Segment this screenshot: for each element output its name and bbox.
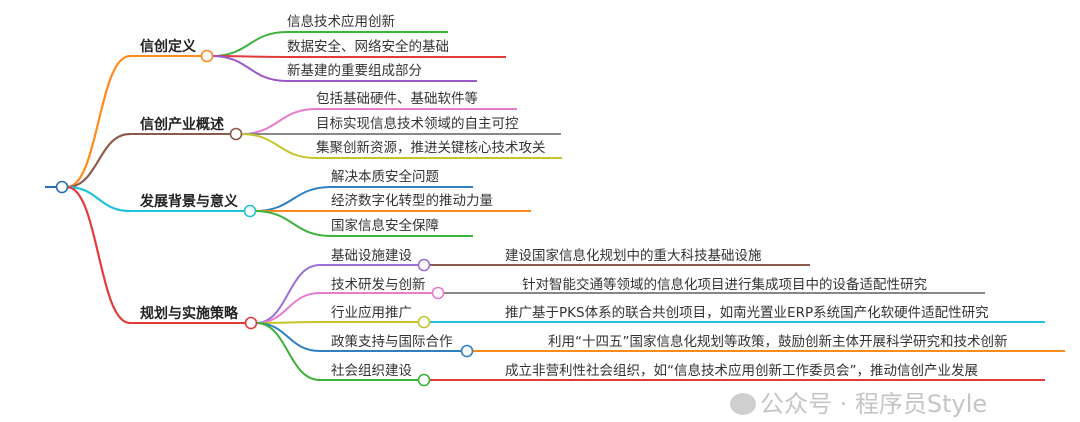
branch-label-definition[interactable]: 信创定义 <box>140 39 196 55</box>
leaf-label[interactable]: 包括基础硬件、基础软件等 <box>316 91 478 107</box>
collapse-toggle[interactable] <box>243 204 257 218</box>
wechat-icon <box>730 393 756 415</box>
leaf-label[interactable]: 推广基于PKS体系的联合共创项目，如南光置业ERP系统国产化软硬件适配性研究 <box>505 305 989 321</box>
sub-branch-label[interactable]: 社会组织建设 <box>331 363 412 379</box>
sub-branch-label[interactable]: 行业应用推广 <box>331 305 412 321</box>
leaf-label[interactable]: 利用“十四五”国家信息化规划等政策，鼓励创新主体开展科学研究和技术创新 <box>548 334 1008 350</box>
branch-connector <box>66 185 131 213</box>
collapse-toggle[interactable] <box>244 316 258 330</box>
collapse-toggle[interactable] <box>200 49 214 63</box>
collapse-toggle[interactable] <box>460 344 474 358</box>
collapse-toggle[interactable] <box>417 315 431 329</box>
leaf-label[interactable]: 解决本质安全问题 <box>331 169 439 185</box>
sub-branch-connector <box>255 292 321 324</box>
leaf-connector <box>240 108 317 135</box>
branch-label-strategy[interactable]: 规划与实施策略 <box>140 306 238 322</box>
leaf-label[interactable]: 信息技术应用创新 <box>287 14 395 30</box>
collapse-toggle[interactable] <box>417 258 431 272</box>
watermark: 公众号 · 程序员Style <box>760 390 988 418</box>
sub-branch-connector <box>255 322 321 352</box>
leaf-label[interactable]: 成立非营利性社会组织，如“信息技术应用创新工作委员会”，推动信创产业发展 <box>505 363 978 379</box>
leaf-connector <box>254 210 332 237</box>
leaf-connector <box>211 31 288 57</box>
sub-branch-connector <box>255 322 321 381</box>
branch-connector <box>66 54 131 189</box>
leaf-label[interactable]: 数据安全、网络安全的基础 <box>287 39 449 55</box>
leaf-label[interactable]: 针对智能交通等领域的信息化项目进行集成项目中的设备适配性研究 <box>522 277 927 293</box>
collapse-toggle[interactable] <box>417 373 431 387</box>
leaf-label[interactable]: 集聚创新资源，推进关键核心技术攻关 <box>316 140 546 156</box>
branch-label-background[interactable]: 发展背景与意义 <box>140 194 238 210</box>
sub-branch-connector <box>255 264 321 324</box>
branch-connector <box>66 185 131 325</box>
branch-label-overview[interactable]: 信创产业概述 <box>140 117 224 133</box>
leaf-label[interactable]: 国家信息安全保障 <box>331 218 439 234</box>
branch-connector <box>66 132 131 189</box>
leaf-label[interactable]: 目标实现信息技术领域的自主可控 <box>316 116 519 132</box>
sub-branch-label[interactable]: 基础设施建设 <box>331 248 412 264</box>
leaf-connector <box>254 186 332 212</box>
collapse-toggle[interactable] <box>431 286 445 300</box>
root-node[interactable] <box>55 180 69 194</box>
leaf-label[interactable]: 新基建的重要组成部分 <box>287 63 422 79</box>
collapse-toggle[interactable] <box>229 127 243 141</box>
leaf-label[interactable]: 建设国家信息化规划中的重大科技基础设施 <box>505 248 762 264</box>
sub-branch-connector <box>255 321 321 324</box>
leaf-connector <box>240 133 317 159</box>
sub-branch-label[interactable]: 技术研发与创新 <box>331 277 426 293</box>
leaf-connector <box>211 55 288 82</box>
leaf-label[interactable]: 经济数字化转型的推动力量 <box>331 193 493 209</box>
sub-branch-label[interactable]: 政策支持与国际合作 <box>331 334 453 350</box>
